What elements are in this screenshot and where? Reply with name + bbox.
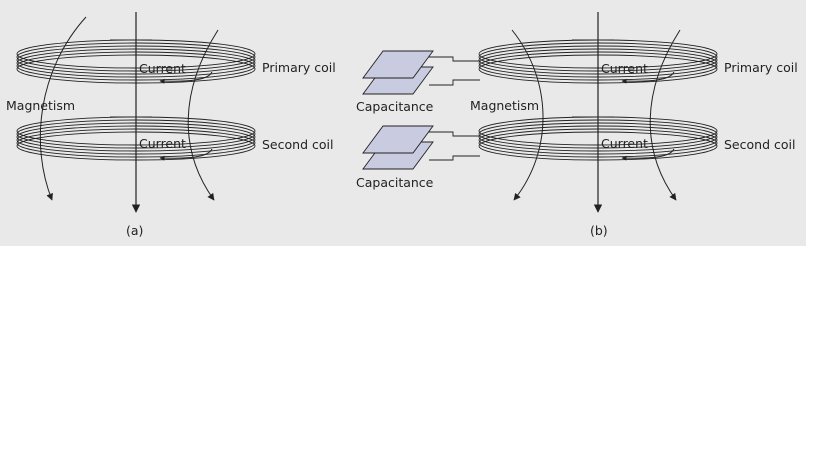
wireless-power-diagram: Current Current Primary coil Second coil… [0, 0, 806, 246]
field-line-left-b [511, 29, 544, 201]
second-coil-label-b: Second coil [724, 137, 795, 152]
current-label-bottom-b: Current [601, 136, 648, 151]
current-arrow-top-b [621, 71, 675, 84]
primary-coil-label-b: Primary coil [724, 60, 798, 75]
capacitor-top-b [362, 50, 480, 95]
current-label-top-b: Current [601, 61, 648, 76]
primary-coil-label-a: Primary coil [262, 60, 336, 75]
current-arrow-bottom-a [159, 148, 213, 161]
caption-b: (b) [590, 223, 608, 238]
second-coil-label-a: Second coil [262, 137, 333, 152]
current-arrow-top-a [159, 71, 213, 84]
field-line-right-a [187, 29, 219, 201]
magnetism-label-b: Magnetism [470, 98, 539, 113]
capacitance-label-bottom-b: Capacitance [356, 175, 434, 190]
current-arrow-bottom-b [621, 148, 675, 161]
panel-a: Current Current Primary coil Second coil… [6, 12, 336, 238]
current-label-top-a: Current [139, 61, 186, 76]
capacitor-bottom-b [362, 125, 480, 170]
panel-b: Current Current Primary coil Second coil… [356, 12, 798, 238]
current-label-bottom-a: Current [139, 136, 186, 151]
caption-a: (a) [126, 223, 143, 238]
field-line-left-a [39, 16, 87, 201]
magnetism-label-a: Magnetism [6, 98, 75, 113]
field-line-right-b [649, 29, 681, 201]
capacitance-label-top-b: Capacitance [356, 99, 434, 114]
